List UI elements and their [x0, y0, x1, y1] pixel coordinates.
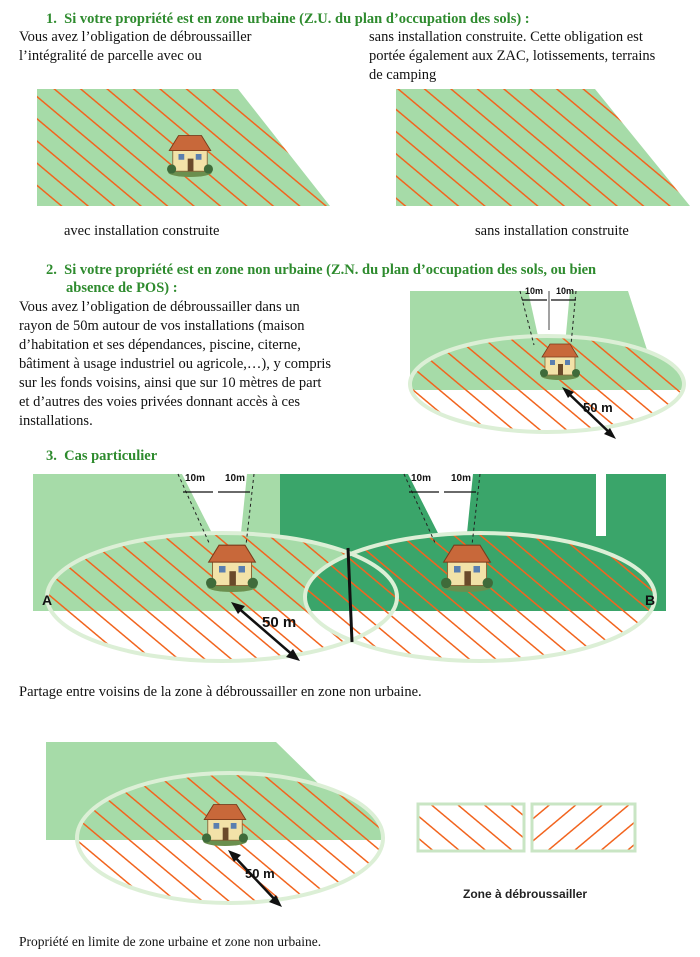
- section2-title: Si votre propriété est en zone non urbai…: [64, 262, 597, 278]
- radius-label: 50 m: [583, 400, 613, 415]
- radius-arrow: [565, 390, 613, 436]
- caption-without-installation: sans installation construite: [475, 223, 629, 239]
- text-line: installations.: [19, 413, 93, 429]
- section1-heading: 1. Si votre propriété est en zone urbain…: [46, 11, 530, 28]
- text-line: l’intégralité de parcelle avec ou: [19, 48, 202, 64]
- section4-caption: Propriété en limite de zone urbaine et z…: [19, 934, 322, 949]
- section1-left-text: Vous avez l’obligation de débroussailler…: [19, 28, 251, 66]
- section2-number: 2.: [46, 262, 57, 278]
- clearing-radius-ellipse: [408, 334, 686, 434]
- section3-number: 3.: [46, 448, 57, 464]
- text-line: d’habitation et ses dépendances, piscine…: [19, 337, 301, 353]
- text-line: sur les fonds voisins, ainsi que sur 10 …: [19, 375, 322, 391]
- text-line: bâtiment à usage industriel ou agricole,…: [19, 356, 332, 372]
- clearing-radius-ellipse: [75, 771, 385, 905]
- section1-right-text: sans installation construite. Cette obli…: [369, 28, 655, 85]
- clearing-radius-ellipse-b: [303, 531, 657, 663]
- section3-heading: 3. Cas particulier: [46, 448, 157, 465]
- dim-label-10m: 10m: [225, 473, 246, 484]
- clearing-radius-ellipse-a: [45, 531, 399, 663]
- text-line: sans installation construite. Cette obli…: [369, 29, 643, 45]
- section1-title: Si votre propriété est en zone urbaine (…: [64, 11, 530, 27]
- section3-title: Cas particulier: [64, 448, 158, 464]
- parcel-without-house: [396, 89, 690, 206]
- section1-number: 1.: [46, 11, 57, 27]
- dim-label-10m: 10m: [185, 473, 206, 484]
- legend-label: Zone à débroussailler: [463, 887, 588, 901]
- radius-arrow: [235, 605, 296, 658]
- label-property-a: A: [42, 592, 53, 608]
- dim-label-10m: 10m: [556, 286, 575, 296]
- text-line: et d’autres des voies privées donnant ac…: [19, 394, 301, 410]
- dim-label-10m: 10m: [411, 473, 432, 484]
- text-line: de camping: [369, 67, 437, 83]
- label-property-b: B: [645, 592, 656, 608]
- radius-arrow: [231, 853, 279, 904]
- radius-label: 50 m: [245, 866, 275, 881]
- section2-heading-line2: absence de POS) :: [66, 280, 178, 296]
- radius-label: 50 m: [262, 614, 297, 631]
- text-line: rayon de 50m autour de vos installations…: [19, 318, 305, 334]
- section2-heading: 2. Si votre propriété est en zone non ur…: [46, 262, 596, 279]
- dim-label-10m: 10m: [451, 473, 472, 484]
- section2-body: Vous avez l’obligation de débroussailler…: [19, 298, 394, 431]
- section3-caption: Partage entre voisins de la zone à débro…: [19, 684, 422, 700]
- text-line: Vous avez l’obligation de débroussailler…: [19, 299, 300, 315]
- text-line: Vous avez l’obligation de débroussailler: [19, 29, 252, 45]
- legend-swatch-right: [530, 802, 637, 853]
- dim-label-10m: 10m: [525, 286, 544, 296]
- text-line: portée également aux ZAC, lotissements, …: [369, 48, 656, 64]
- legend-swatch-left: [416, 802, 526, 853]
- property-boundary: [346, 547, 354, 643]
- caption-with-installation: avec installation construite: [64, 223, 220, 239]
